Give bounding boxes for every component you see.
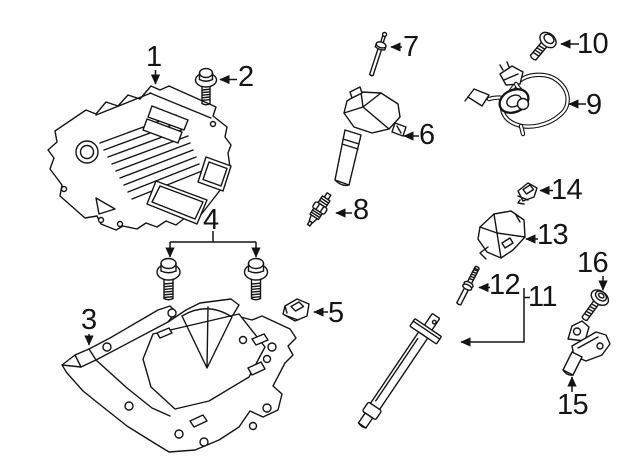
part-12-stud-drawing [456, 265, 480, 306]
callout-number-10: 10 [577, 28, 609, 60]
callout-number-12: 12 [489, 269, 521, 301]
callout-number-11: 11 [528, 281, 558, 313]
part-3-bracket-drawing [61, 298, 297, 453]
callout-number-6: 6 [419, 119, 435, 151]
callout-number-14: 14 [551, 174, 583, 206]
part-4-bolt-right-drawing [243, 257, 269, 301]
part-15-sensor-drawing [562, 320, 611, 376]
callout-number-3: 3 [81, 304, 97, 336]
callout-arrow-4 [165, 231, 261, 258]
part-2-bolt-drawing [194, 67, 218, 106]
part-11-tube-drawing [357, 313, 442, 429]
part-8-spark-plug-drawing [306, 192, 332, 227]
callout-number-9: 9 [586, 89, 602, 121]
part-14-clip-drawing [517, 182, 538, 205]
part-9-harness-drawing [464, 61, 570, 137]
part-5-clip-drawing [282, 298, 310, 322]
part-4-bolt-left-drawing [156, 257, 181, 301]
callout-number-8: 8 [353, 194, 369, 226]
part-1-control-module-drawing [47, 85, 232, 231]
callout-number-4: 4 [203, 204, 219, 236]
callout-arrow-11 [460, 288, 530, 347]
part-10-bolt-drawing [529, 31, 557, 61]
part-16-bolt-drawing [581, 289, 610, 322]
part-6-ignition-coil-drawing [334, 86, 407, 187]
callout-number-7: 7 [403, 31, 419, 63]
callout-number-15: 15 [557, 389, 589, 421]
part-7-stud-drawing [368, 31, 388, 77]
part-13-cover-drawing [477, 210, 526, 260]
callout-number-13: 13 [537, 219, 569, 251]
callout-number-16: 16 [577, 247, 609, 279]
callout-number-1: 1 [146, 41, 162, 73]
callout-number-2: 2 [238, 61, 254, 93]
callout-number-5: 5 [328, 297, 344, 329]
